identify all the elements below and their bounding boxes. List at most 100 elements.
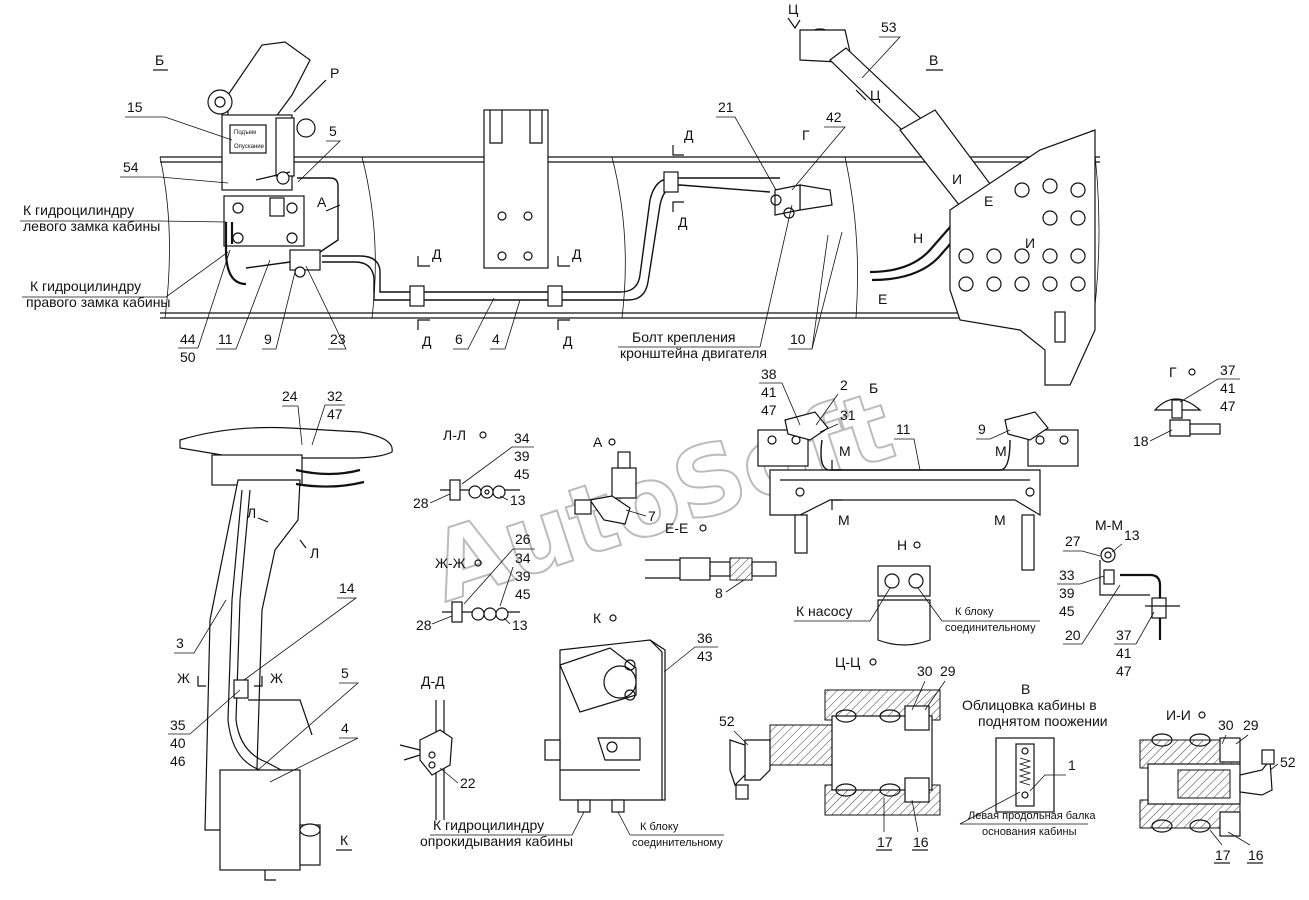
callout-8: 8 <box>715 585 723 601</box>
callouts-left: 24 32 47 Л Л 14 3 Ж Ж 35 40 46 5 4 К <box>168 388 360 851</box>
section-mark-e2: Е <box>878 291 887 307</box>
callout-4-top: 4 <box>492 331 500 347</box>
callout-23: 23 <box>330 331 346 347</box>
view-b-lock-beam: Б 38 41 47 2 31 11 9 М М М М <box>757 366 1079 571</box>
callout-50: 50 <box>180 349 196 365</box>
section-mark-a: А <box>317 194 327 210</box>
callout-32: 32 <box>327 388 343 404</box>
pump-assembly-top: Подъем Опускание <box>207 41 780 307</box>
callout-39-zh: 39 <box>515 568 531 584</box>
callout-4-left: 4 <box>341 720 349 736</box>
callout-11-b: 11 <box>896 421 911 437</box>
callout-34-zh: 34 <box>515 550 531 566</box>
callout-10: 10 <box>790 331 806 347</box>
callout-54: 54 <box>123 159 139 175</box>
callout-6: 6 <box>455 331 463 347</box>
callout-3: 3 <box>176 635 184 651</box>
callout-16-ts: 16 <box>913 834 929 850</box>
section-ee: Е-Е 8 <box>645 520 777 601</box>
callout-13-ll: 13 <box>510 492 526 508</box>
view-label-ee: Е-Е <box>665 520 688 536</box>
callout-29-ii: 29 <box>1243 717 1259 733</box>
section-mark-d6: Д <box>678 214 688 230</box>
view-label-ii: И-И <box>1166 707 1191 723</box>
section-mark-d3: Д <box>572 246 582 262</box>
callout-9-b: 9 <box>978 421 986 437</box>
callout-5-left: 5 <box>341 665 349 681</box>
callout-41-b: 41 <box>761 384 777 400</box>
callout-43: 43 <box>697 648 713 664</box>
callout-33: 33 <box>1059 567 1075 583</box>
pump-side-view <box>179 426 393 881</box>
callout-47-left: 47 <box>327 406 343 422</box>
callout-39-ll: 39 <box>514 448 530 464</box>
view-label-k: К <box>593 610 602 626</box>
annot-left-beam-2: основания кабины <box>982 826 1077 838</box>
section-mark-ts-cyl: Ц <box>870 87 881 103</box>
callout-53: 53 <box>881 19 897 35</box>
annot-engine-bolt-1: Болт крепления <box>632 329 736 345</box>
section-mark-d2: Д <box>422 333 432 349</box>
callout-15: 15 <box>127 99 143 115</box>
callout-42: 42 <box>826 109 842 125</box>
callout-14: 14 <box>339 580 355 596</box>
gauge-label-down: Опускание <box>234 144 265 150</box>
view-label-mm: М-М <box>1095 517 1123 533</box>
section-mark-d1: Д <box>432 246 442 262</box>
annot-left-lock-2: левого замка кабины <box>23 218 160 234</box>
callout-5-top: 5 <box>329 123 337 139</box>
callout-41-g: 41 <box>1220 380 1236 396</box>
annot-cabin-raised-2: поднятом поожении <box>978 713 1108 729</box>
view-g: Г 37 41 47 18 <box>1133 362 1240 449</box>
annot-engine-bolt-2: кронштейна двигателя <box>620 345 767 361</box>
annot-to-tilt-2: опрокидывания кабины <box>420 833 573 849</box>
section-markers-top <box>325 145 684 330</box>
callout-45-ll: 45 <box>514 466 530 482</box>
callout-40: 40 <box>170 735 186 751</box>
view-label-b: Б <box>155 52 164 68</box>
section-mark-k: К <box>340 832 349 848</box>
annot-right-lock-1: К гидроцилиндру <box>30 278 141 294</box>
callout-26: 26 <box>515 531 531 547</box>
callout-2: 2 <box>840 377 848 393</box>
section-mark-g: Г <box>802 127 810 143</box>
annot-to-block-k-2: соединительному <box>632 837 723 849</box>
callout-45-zh: 45 <box>515 586 531 602</box>
section-mark-n: Н <box>913 230 923 246</box>
section-mark-i2: И <box>1025 235 1035 251</box>
view-label-ll: Л-Л <box>443 427 466 443</box>
callout-52-ii: 52 <box>1280 754 1296 770</box>
section-ii: И-И 30 29 52 17 16 <box>1139 707 1296 864</box>
callout-47-g: 47 <box>1220 398 1236 414</box>
view-v-cabin-raised: В Облицовка кабины в поднятом поожении 1… <box>959 681 1108 838</box>
section-mark-m1: М <box>839 443 851 459</box>
section-dd: Д-Д 22 <box>399 673 476 820</box>
callout-28-ll: 28 <box>413 495 429 511</box>
section-mark-l1: Л <box>247 505 256 521</box>
callout-28-zh: 28 <box>416 617 432 633</box>
annot-to-pump: К насосу <box>796 603 853 619</box>
annot-to-tilt-1: К гидроцилиндру <box>433 817 544 833</box>
section-mark-l2: Л <box>310 545 319 561</box>
callout-35: 35 <box>170 717 186 733</box>
callout-30-ii: 30 <box>1218 717 1234 733</box>
view-label-a: А <box>593 434 603 450</box>
callout-37-g: 37 <box>1220 362 1236 378</box>
callout-22: 22 <box>460 775 476 791</box>
callout-38: 38 <box>761 366 777 382</box>
view-label-zhzh: Ж-Ж <box>435 555 466 571</box>
view-label-v-small: В <box>1021 681 1030 697</box>
section-a: А 7 <box>574 434 656 525</box>
callout-21: 21 <box>718 99 734 115</box>
engine-bracket <box>483 109 549 269</box>
callout-20: 20 <box>1065 627 1081 643</box>
callout-36: 36 <box>697 630 713 646</box>
section-mark-d5: Д <box>684 127 694 143</box>
annot-to-block-k-1: К блоку <box>640 821 679 833</box>
view-label-v: В <box>929 52 938 68</box>
callout-7: 7 <box>648 508 656 524</box>
callout-52-ts: 52 <box>719 713 735 729</box>
callout-45-m: 45 <box>1059 603 1075 619</box>
view-label-dd: Д-Д <box>421 673 445 689</box>
view-label-b-small: Б <box>869 380 878 396</box>
